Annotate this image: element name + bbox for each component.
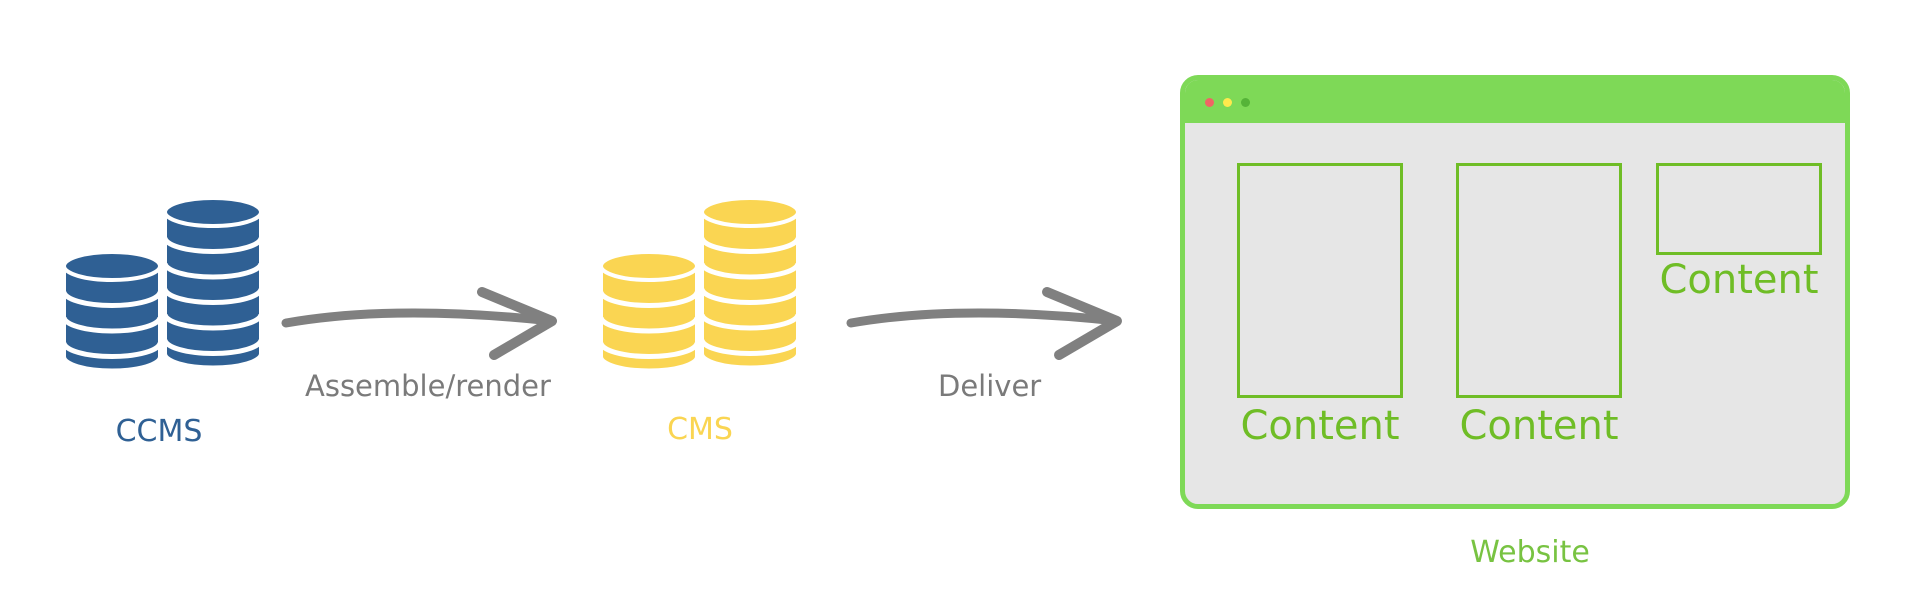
database-disk-separator — [598, 316, 700, 334]
database-lid — [163, 196, 263, 228]
database-body — [700, 210, 800, 370]
browser-title-bar — [1185, 80, 1845, 123]
ccms-label: CCMS — [115, 414, 203, 449]
content-block-2 — [1456, 163, 1622, 398]
database-body — [163, 210, 263, 370]
cms-database-front-stack — [598, 250, 700, 373]
content-label-3: Content — [1659, 257, 1819, 303]
assemble-render-label: Assemble/render — [305, 369, 551, 403]
content-label-1: Content — [1240, 403, 1400, 449]
content-label-2: Content — [1459, 403, 1619, 449]
window-close-dot-icon — [1205, 98, 1214, 107]
deliver-arrow-shaft — [846, 308, 1122, 328]
database-disk-separator — [162, 237, 264, 254]
content-block-3 — [1656, 163, 1822, 255]
database-disk-separator — [162, 313, 264, 331]
database-body — [62, 264, 162, 373]
database-disk-separator — [162, 262, 264, 280]
cms-database-back-stack — [699, 196, 801, 370]
ccms-database-back-stack — [162, 196, 264, 370]
window-minimize-dot-icon — [1223, 98, 1232, 107]
database-lid — [599, 250, 699, 282]
ccms-database-icon — [61, 196, 264, 373]
database-lid — [62, 250, 162, 282]
database-disk-separator — [598, 342, 700, 359]
database-disk-separator — [699, 262, 801, 280]
cms-label: CMS — [667, 412, 733, 447]
database-lid — [700, 196, 800, 228]
database-disk-separator — [598, 291, 700, 308]
website-label: Website — [1470, 535, 1590, 570]
window-maximize-dot-icon — [1241, 98, 1250, 107]
ccms-database-front-stack — [61, 250, 163, 373]
deliver-arrow — [846, 287, 1122, 360]
deliver-arrow-head — [1042, 287, 1122, 360]
assemble-arrow — [281, 287, 557, 360]
database-disk-separator — [61, 291, 163, 308]
database-disk-separator — [61, 316, 163, 334]
website-browser-window: Content Content Content — [1180, 75, 1850, 509]
database-disk-separator — [699, 237, 801, 254]
database-disk-separator — [162, 288, 264, 305]
deliver-label: Deliver — [938, 369, 1042, 403]
database-disk-separator — [61, 342, 163, 359]
database-disk-separator — [699, 288, 801, 305]
assemble-arrow-shaft — [281, 308, 557, 328]
database-body — [599, 264, 699, 373]
cms-database-icon — [598, 196, 801, 373]
assemble-arrow-head — [477, 287, 557, 360]
content-block-1 — [1237, 163, 1403, 398]
database-disk-separator — [699, 339, 801, 356]
database-disk-separator — [162, 339, 264, 356]
database-disk-separator — [699, 313, 801, 331]
